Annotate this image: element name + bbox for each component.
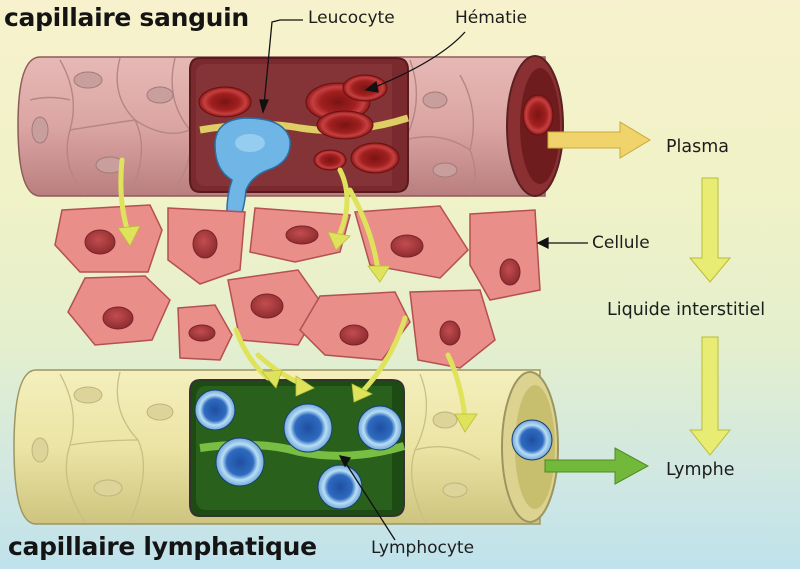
lymphocyte-label: Lymphocyte	[371, 538, 475, 558]
right-flow-arrows	[688, 177, 732, 456]
leucocyte-cell	[214, 117, 291, 226]
interstitial-fluid-label: Liquide interstitiel	[607, 300, 766, 320]
plasma-label: Plasma	[666, 137, 730, 157]
pointer-lines	[259, 19, 588, 541]
cellule-label: Cellule	[592, 233, 650, 253]
leucocyte-label: Leucocyte	[308, 8, 395, 28]
cell-nuclei	[84, 225, 521, 346]
lymphatic-capillary	[13, 369, 559, 525]
hematie-label: Hématie	[455, 8, 528, 28]
red-blood-cells	[198, 74, 400, 174]
lymphatic-capillary-title: capillaire lymphatique	[8, 532, 317, 561]
lymph-label: Lymphe	[666, 460, 735, 480]
blood-capillary	[17, 55, 564, 226]
blood-capillary-title: capillaire sanguin	[4, 3, 249, 32]
lymphocyte-cells	[194, 389, 403, 510]
